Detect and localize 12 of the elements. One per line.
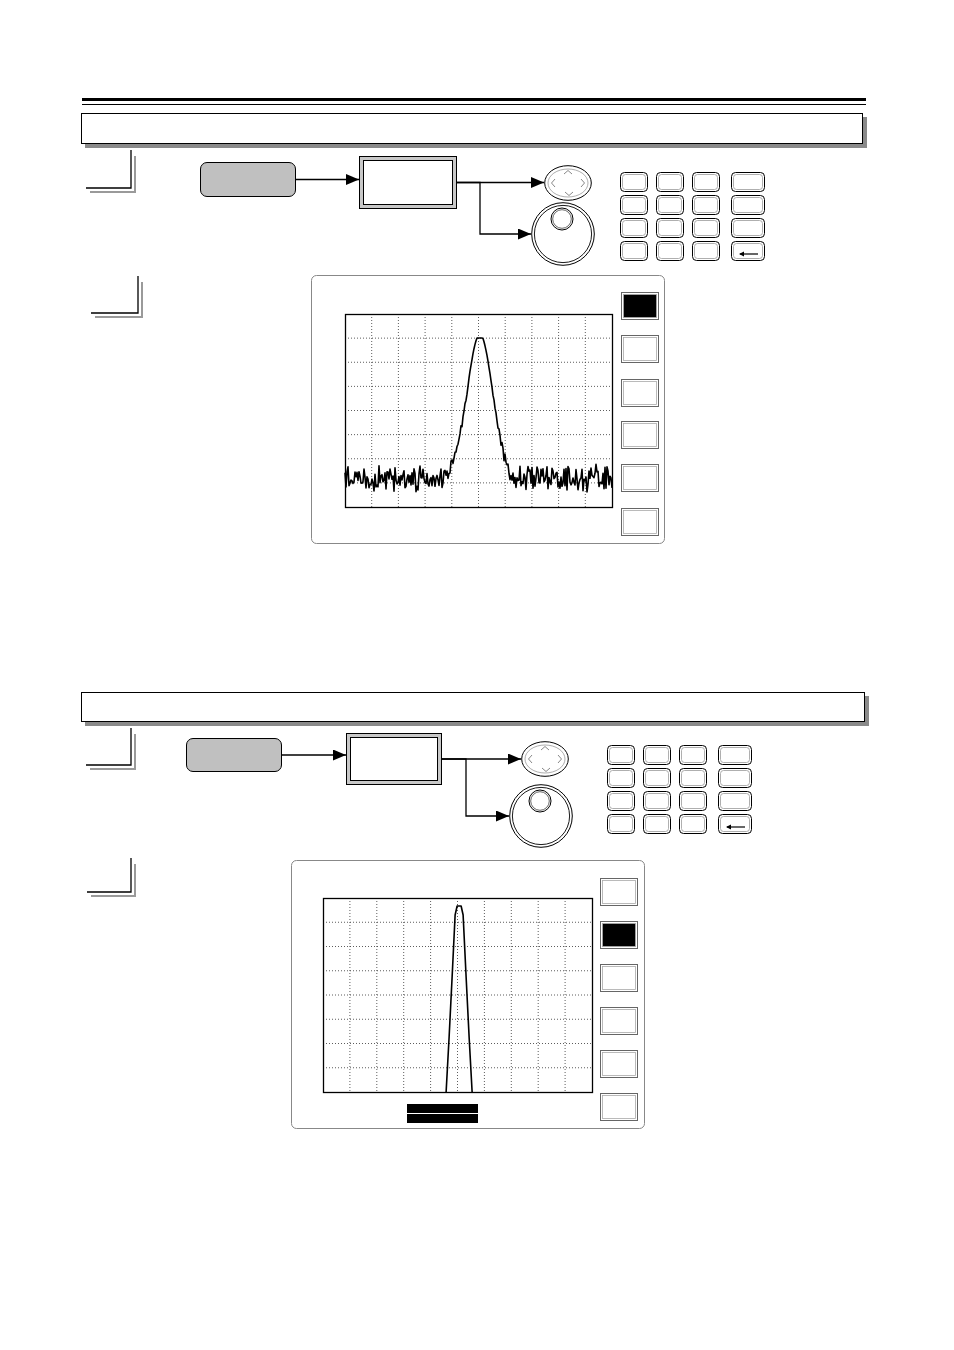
arrow xyxy=(281,749,347,761)
display-panel xyxy=(346,733,442,785)
display-panel xyxy=(359,156,457,209)
rotary-knob-icon xyxy=(509,784,573,848)
arrow-keys-icon xyxy=(521,741,569,777)
arrow xyxy=(441,758,510,822)
rotary-knob-icon xyxy=(531,202,595,266)
function-key xyxy=(200,162,296,197)
arrow-keys-icon xyxy=(544,164,592,201)
arrow xyxy=(295,174,360,185)
function-key xyxy=(186,738,282,772)
arrow xyxy=(456,181,532,240)
